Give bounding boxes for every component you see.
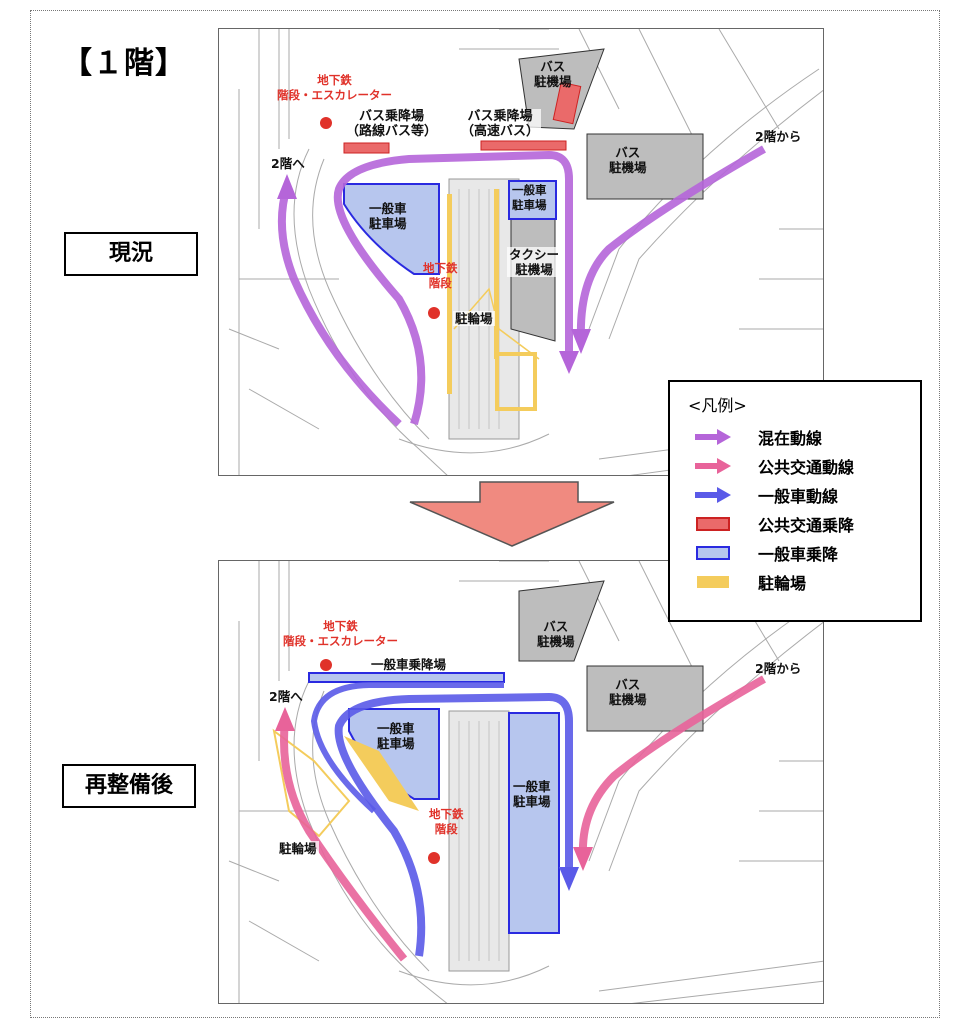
after-bicycle-area xyxy=(344,736,419,811)
after-transit-flow-to-2f xyxy=(280,720,408,962)
bicycle-strip-2 xyxy=(494,189,499,359)
after-subway-escalator-marker xyxy=(320,659,332,671)
current-taxi-label: タクシー駐機場 xyxy=(507,247,562,277)
car-parking-right-area xyxy=(508,180,557,220)
after-bus-parking-right-area xyxy=(586,665,704,732)
state-after-label: 再整備後 xyxy=(62,764,196,808)
after-car-parking-left-label: 一般車駐車場 xyxy=(377,721,415,751)
station-platform xyxy=(448,178,520,440)
current-subway-stairs-label: 地下鉄階段 xyxy=(423,261,458,290)
after-bicycle-label: 駐輪場 xyxy=(277,841,319,856)
figure-frame xyxy=(30,10,940,1018)
bicycle-strip-1 xyxy=(447,194,452,394)
after-car-dropoff-area xyxy=(308,672,505,683)
after-bicycle-outline xyxy=(272,728,351,838)
after-transit-flow-from-2f xyxy=(578,675,766,857)
current-from-2f-label: 2階から xyxy=(755,129,802,144)
bicycle-area xyxy=(495,352,537,411)
transit-flow-arrow-icon xyxy=(688,457,738,475)
legend-item-car-boarding: 一般車乗降 xyxy=(688,538,902,567)
mixed-flow-from-2f-head xyxy=(571,329,591,354)
after-bus-parking-right-label: バス駐機場 xyxy=(609,677,647,707)
after-bus-parking-top-label: バス駐機場 xyxy=(537,619,575,649)
floor-title: 【１階】 xyxy=(62,46,186,81)
bus-parking-right-area xyxy=(586,133,704,200)
after-car-dropoff-label: 一般車乗降場 xyxy=(369,657,449,672)
current-bicycle-label: 駐輪場 xyxy=(453,311,495,326)
state-current-label: 現況 xyxy=(64,232,198,276)
legend-title: <凡例> xyxy=(688,396,747,415)
after-bus-parking-top-area xyxy=(518,580,605,662)
after-subway-stairs-label: 地下鉄階段 xyxy=(429,807,464,836)
legend: <凡例> 混在動線 公共交通動線 一般車動線 公共交通乗降 一般車乗降 駐輪場 xyxy=(668,380,922,622)
mixed-flow-to-2f-head xyxy=(277,174,297,199)
subway-escalator-marker xyxy=(320,117,332,129)
mixed-flow-arrow-icon xyxy=(688,428,738,446)
after-transit-flow-to-2f-head xyxy=(275,707,295,731)
legend-item-transit-boarding: 公共交通乗降 xyxy=(688,509,902,538)
platform-hatch-after xyxy=(458,721,500,961)
after-to-2f-label: 2階へ xyxy=(269,689,303,704)
car-boarding-swatch-icon xyxy=(688,544,738,562)
current-bus-parking-top-label: バス駐機場 xyxy=(534,59,572,89)
after-map-drawing xyxy=(228,561,823,1003)
mixed-flow-current xyxy=(333,150,573,426)
after-subway-escalator-label: 地下鉄階段・エスカレーター xyxy=(283,619,398,648)
current-map-drawing xyxy=(228,29,823,475)
current-bus-stop-local-label: バス乗降場（路線バス等） xyxy=(344,109,440,139)
after-map: 地下鉄階段・エスカレーター 一般車乗降場 バス駐機場 バス駐機場 2階から 2階… xyxy=(218,560,824,1004)
after-transit-flow-from-2f-head xyxy=(573,847,593,871)
current-subway-escalator-label: 地下鉄階段・エスカレーター xyxy=(277,73,392,102)
bus-stop-express-area xyxy=(480,140,567,151)
bus-stop-local-area xyxy=(343,142,390,154)
after-car-flow xyxy=(334,692,573,957)
car-flow-arrow-icon xyxy=(688,486,738,504)
after-car-flow-head xyxy=(559,867,579,891)
transit-boarding-swatch-icon xyxy=(688,515,738,533)
legend-item-bicycle: 駐輪場 xyxy=(688,567,902,596)
after-from-2f-label: 2階から xyxy=(755,661,802,676)
mixed-flow-current-head xyxy=(559,351,579,374)
bicycle-swatch-icon xyxy=(688,573,738,591)
after-car-parking-right-area xyxy=(508,712,560,934)
current-bus-parking-right-label: バス駐機場 xyxy=(609,145,647,175)
legend-item-transit-flow: 公共交通動線 xyxy=(688,451,902,480)
after-car-dropoff-flow xyxy=(310,682,504,814)
car-parking-left-area xyxy=(343,183,440,275)
current-bus-stop-express-label: バス乗降場（高速バス） xyxy=(459,109,542,139)
current-car-parking-right-label: 一般車駐車場 xyxy=(512,183,547,212)
after-car-parking-right-label: 一般車駐車場 xyxy=(513,779,551,809)
base-plan-lines-after xyxy=(228,561,823,1003)
taxi-parking-area xyxy=(510,218,556,342)
subway-stairs-marker xyxy=(428,307,440,319)
bus-parking-stop-area xyxy=(552,81,582,125)
current-to-2f-label: 2階へ xyxy=(271,156,305,171)
legend-item-car-flow: 一般車動線 xyxy=(688,480,902,509)
current-car-parking-left-label: 一般車駐車場 xyxy=(369,201,407,231)
mixed-flow-from-2f xyxy=(576,145,766,340)
bicycle-leader xyxy=(453,287,540,360)
mixed-flow-to-2f xyxy=(277,185,402,427)
legend-item-mixed-flow: 混在動線 xyxy=(688,422,902,451)
after-subway-stairs-marker xyxy=(428,852,440,864)
transition-arrow-icon xyxy=(409,481,615,547)
